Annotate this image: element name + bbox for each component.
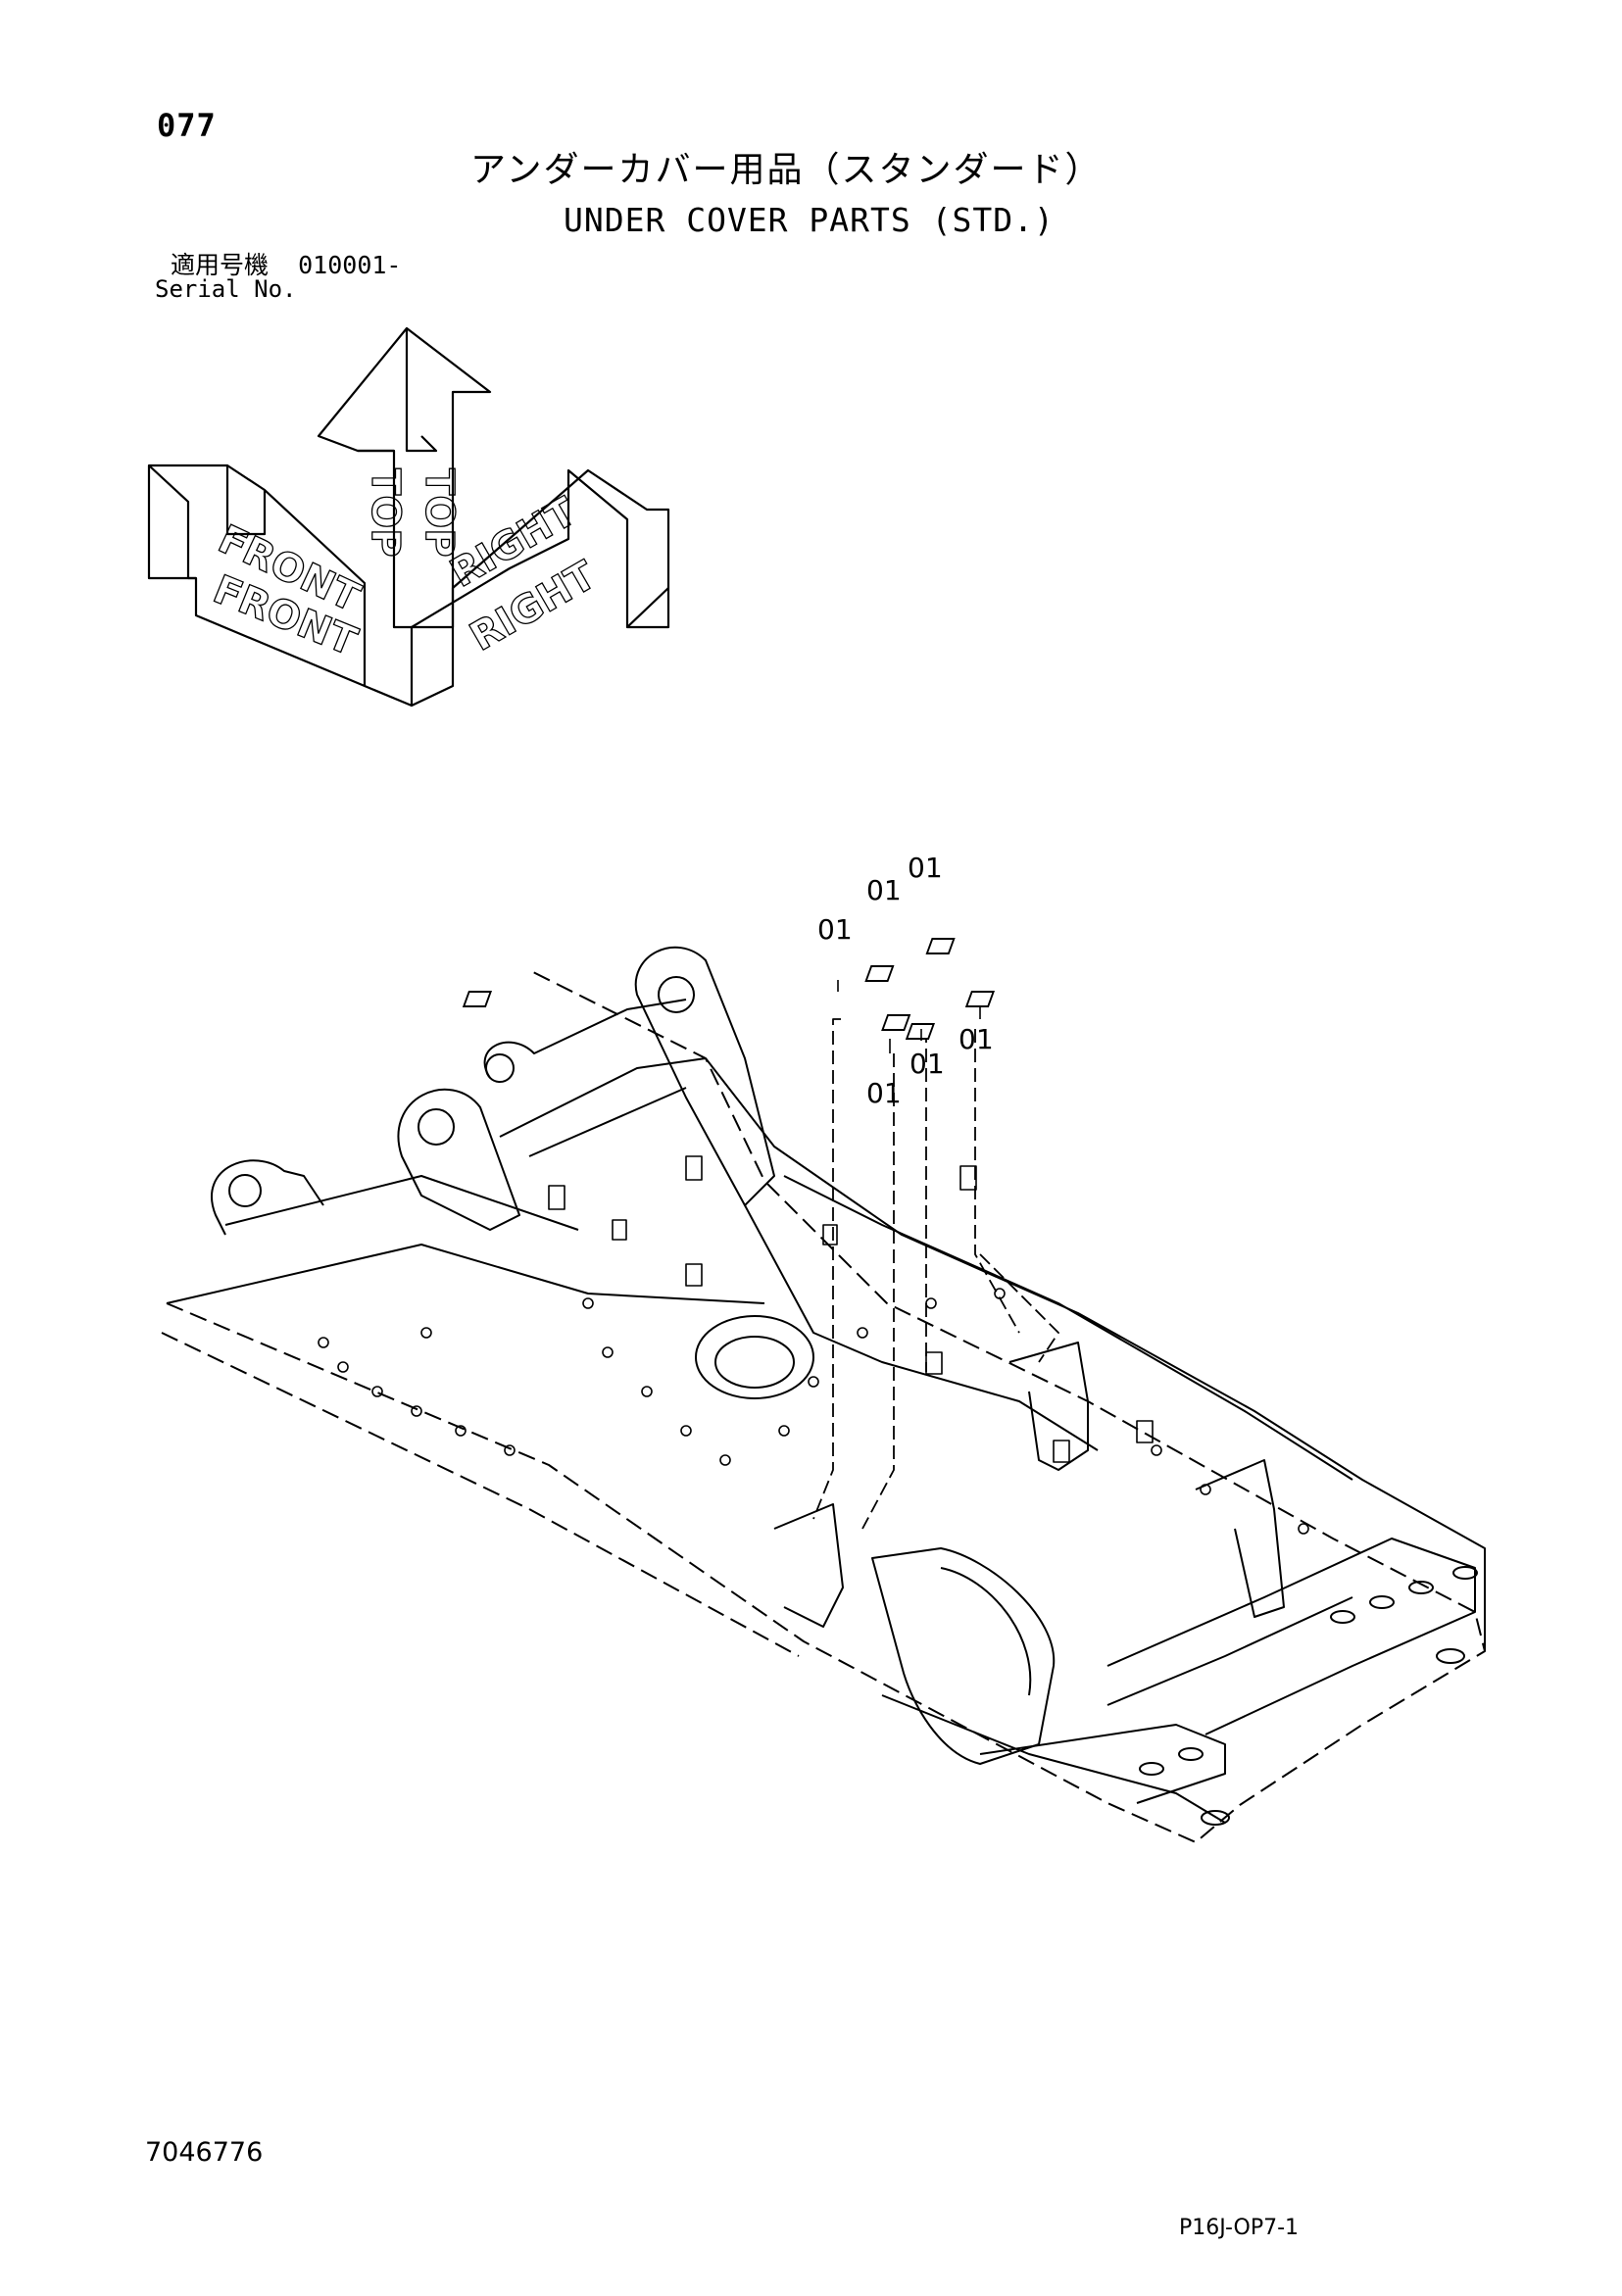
callout-01-e: 01	[909, 1048, 945, 1080]
boom-bracket-left	[211, 1159, 324, 1236]
page-number: 077	[157, 107, 217, 144]
center-housing	[871, 1547, 1056, 1765]
frame-outline	[166, 969, 1486, 1843]
cover-pad-4	[964, 991, 996, 1007]
right-arrow-shape	[410, 468, 670, 708]
label-top-2: TOP	[417, 468, 462, 558]
cover-pad-1	[462, 991, 493, 1007]
swing-circle-opening	[695, 1315, 814, 1399]
serial-label-english: Serial No.	[155, 275, 297, 303]
front-arrow-shape	[147, 464, 367, 688]
page-title-english: UNDER COVER PARTS (STD.)	[564, 201, 1055, 239]
callout-01-a: 01	[817, 913, 853, 946]
callout-01-c: 01	[908, 852, 943, 884]
cover-pad-2	[864, 965, 895, 982]
cover-pads	[462, 938, 996, 1040]
boom-bracket-right	[634, 946, 775, 1206]
serial-label-jp: 適用号機	[171, 251, 270, 279]
callout-01-d: 01	[866, 1077, 902, 1109]
track-rail-rear	[979, 1724, 1226, 1804]
label-top-1: TOP	[363, 468, 408, 558]
installation-guide-lines	[812, 1018, 1059, 1530]
callout-01-b: 01	[866, 874, 902, 906]
serial-value: 010001-	[298, 251, 402, 279]
bracket-details	[548, 1155, 1154, 1463]
cover-pad-5	[905, 1023, 936, 1040]
boom-bracket-center	[397, 1088, 520, 1231]
cover-pad-6	[881, 1014, 911, 1031]
callout-01-f: 01	[958, 1023, 994, 1055]
track-rollers	[1139, 1566, 1478, 1826]
cover-pad-3	[925, 938, 956, 954]
cross-member-front	[1008, 1342, 1089, 1471]
track-rail-right	[1106, 1538, 1476, 1735]
page-title-japanese: アンダーカバー用品（スタンダード）	[470, 150, 1103, 190]
figure-number: 7046776	[145, 2137, 264, 2168]
serial-label: 適用号機 010001-	[171, 253, 401, 277]
page-reference: P16J-OP7-1	[1179, 2216, 1300, 2240]
mounting-holes	[318, 1288, 1309, 1535]
